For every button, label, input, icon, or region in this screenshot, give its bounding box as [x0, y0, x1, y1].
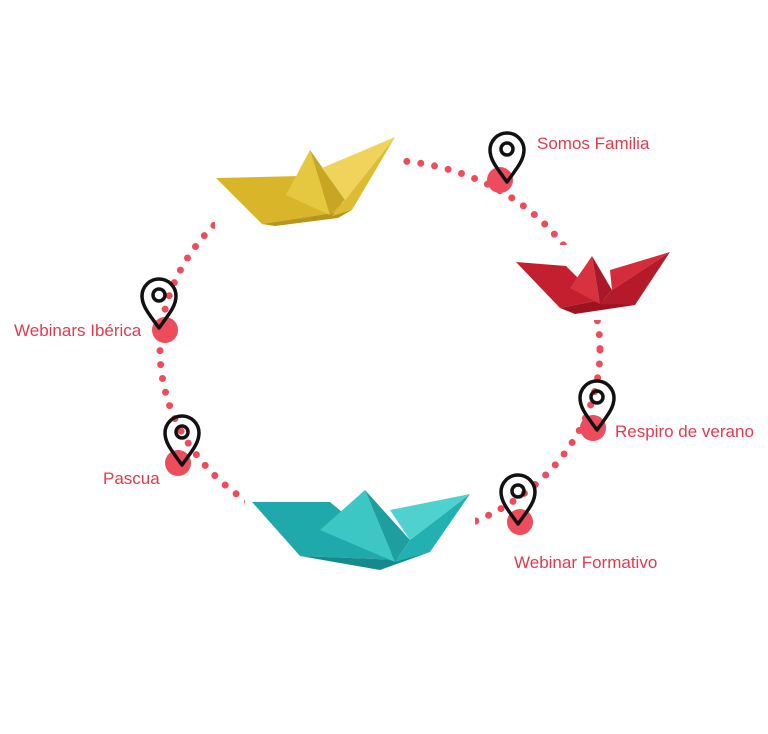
milestone-dot	[152, 317, 178, 343]
milestone-dot	[580, 415, 606, 441]
milestone-label-webinar-formativo: Webinar Formativo	[514, 553, 658, 572]
milestone-label-somos-familia: Somos Familia	[537, 134, 650, 153]
milestone-dot	[165, 450, 191, 476]
milestone-dot	[487, 167, 513, 193]
milestone-label-pascua: Pascua	[103, 469, 160, 488]
teal-paper-boat	[245, 485, 475, 575]
red-paper-boat	[510, 245, 675, 320]
yellow-paper-boat	[215, 130, 400, 230]
milestone-markers	[152, 167, 606, 535]
milestone-label-webinars-iberica: Webinars Ibérica	[14, 321, 142, 340]
milestone-label-respiro-de-verano: Respiro de verano	[615, 422, 754, 441]
